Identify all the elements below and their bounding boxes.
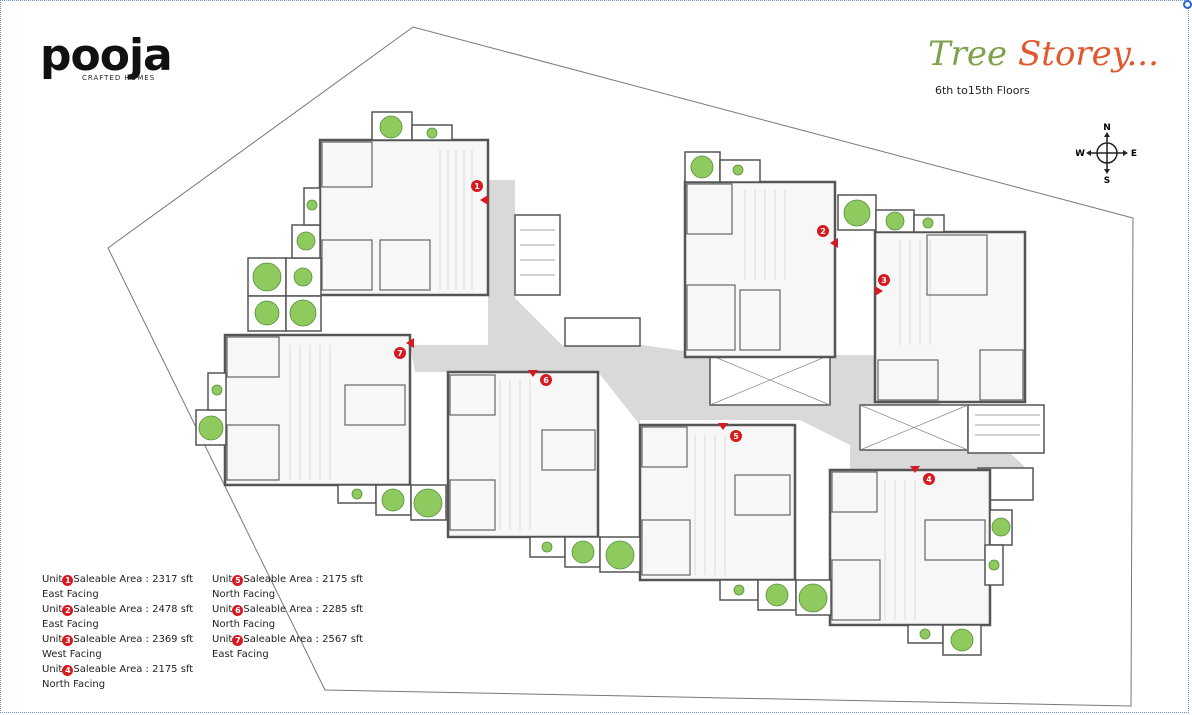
- tree-plantings: [198, 115, 1011, 652]
- unit-marker-2: 2: [820, 227, 826, 236]
- unit-marker-7: 7: [397, 349, 403, 358]
- unit-number-badge: 4: [62, 665, 74, 676]
- unit-6-block: [446, 370, 600, 539]
- unit-number-badge: 7: [232, 635, 244, 646]
- floor-hatching: [289, 150, 931, 620]
- unit-3-block: [873, 230, 1027, 404]
- unit-7-block: [223, 333, 412, 487]
- compass-s: S: [1104, 176, 1110, 184]
- apartment-blocks: [223, 138, 1027, 627]
- compass-e: E: [1131, 149, 1137, 159]
- interior-walls: [226, 141, 1024, 621]
- unit-number-badge: 5: [232, 575, 244, 586]
- unit-marker-3: 3: [881, 276, 887, 285]
- resize-handle[interactable]: [1183, 0, 1192, 9]
- unit-number-badge: 2: [62, 605, 74, 616]
- unit-number-badge: 1: [62, 575, 74, 586]
- unit-marker-5: 5: [733, 432, 739, 441]
- unit-number-markers: 1 2 3 4 5 6 7: [394, 180, 935, 485]
- title-part-2: Storey...: [1018, 34, 1159, 74]
- compass-icon: N S W E: [1076, 123, 1137, 184]
- unit-4-block: [828, 468, 992, 627]
- unit-marker-1: 1: [474, 182, 480, 191]
- unit-marker-4: 4: [926, 475, 932, 484]
- site-boundary: [107, 26, 1134, 707]
- floor-range: 6th to15th Floors: [935, 84, 1030, 97]
- unit-entry-arrows: [406, 195, 920, 473]
- brand-tagline: CRAFTED HOMES: [82, 74, 156, 82]
- compass-w: W: [1076, 149, 1085, 159]
- page-title: Tree Storey...: [928, 34, 1159, 74]
- title-part-1: Tree: [928, 34, 1008, 74]
- unit-1-block: [318, 138, 490, 297]
- compass-n: N: [1103, 123, 1111, 133]
- unit-5-block: [638, 423, 797, 582]
- unit-number-badge: 3: [62, 635, 74, 646]
- unit-marker-6: 6: [543, 376, 549, 385]
- brand-logo: pooja CRAFTED HOMES: [40, 30, 200, 83]
- unit-number-badge: 6: [232, 605, 244, 616]
- unit-2-block: [683, 180, 837, 359]
- brand-name: pooja: [40, 30, 173, 81]
